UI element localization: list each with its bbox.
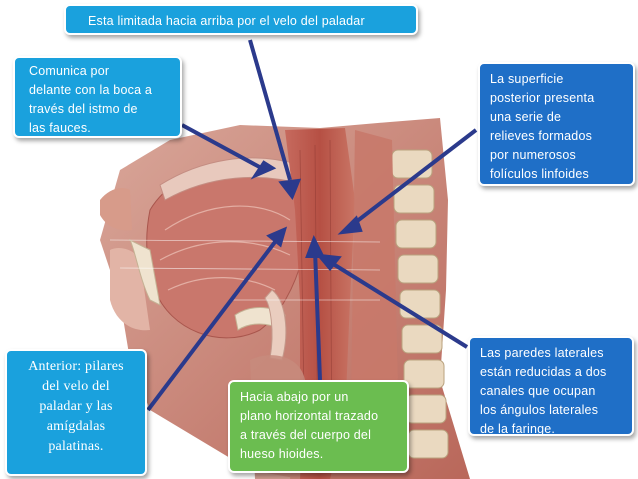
arrow-left-head (250, 160, 277, 180)
arrow-bottom-head (305, 235, 326, 258)
callout-hyoid: Hacia abajo por un plano horizontal traz… (228, 380, 409, 473)
callout-posterior-surface-text: La superficie posterior presenta una ser… (490, 72, 595, 181)
callout-hyoid-text: Hacia abajo por un plano horizontal traz… (240, 390, 379, 461)
callout-posterior-surface: La superficie posterior presenta una ser… (478, 62, 635, 186)
guide-lines (109, 239, 381, 301)
mandible (128, 238, 161, 306)
arrow-right (350, 128, 478, 227)
arrow-top-head (278, 178, 302, 201)
arrow-lateral (328, 260, 469, 349)
arrow-anterior (146, 236, 280, 412)
tongue-fibers (159, 205, 291, 291)
arrow-right-head (337, 215, 363, 235)
callout-lateral-walls-text: Las paredes laterales están reducidas a … (480, 346, 607, 436)
callout-anterior: Anterior: pilares del velo del paladar y… (5, 349, 147, 476)
callout-soft-palate-text: Esta limitada hacia arriba por el velo d… (88, 14, 365, 28)
lips (100, 188, 132, 231)
arrow-lateral-head (315, 253, 342, 272)
callout-isthmus-text: Comunica por delante con la boca a travé… (29, 64, 153, 135)
callout-soft-palate: Esta limitada hacia arriba por el velo d… (64, 4, 418, 35)
arrow-left (181, 123, 266, 172)
arrow-anterior-head (266, 226, 288, 248)
callout-lateral-walls: Las paredes laterales están reducidas a … (468, 336, 634, 436)
pointer-arrows (146, 39, 478, 412)
arrow-top (248, 39, 292, 181)
arrow-bottom (313, 249, 322, 381)
callout-isthmus: Comunica por delante con la boca a travé… (13, 56, 182, 138)
callout-anterior-text: Anterior: pilares del velo del paladar y… (28, 359, 124, 454)
vertebral-column (391, 149, 449, 459)
